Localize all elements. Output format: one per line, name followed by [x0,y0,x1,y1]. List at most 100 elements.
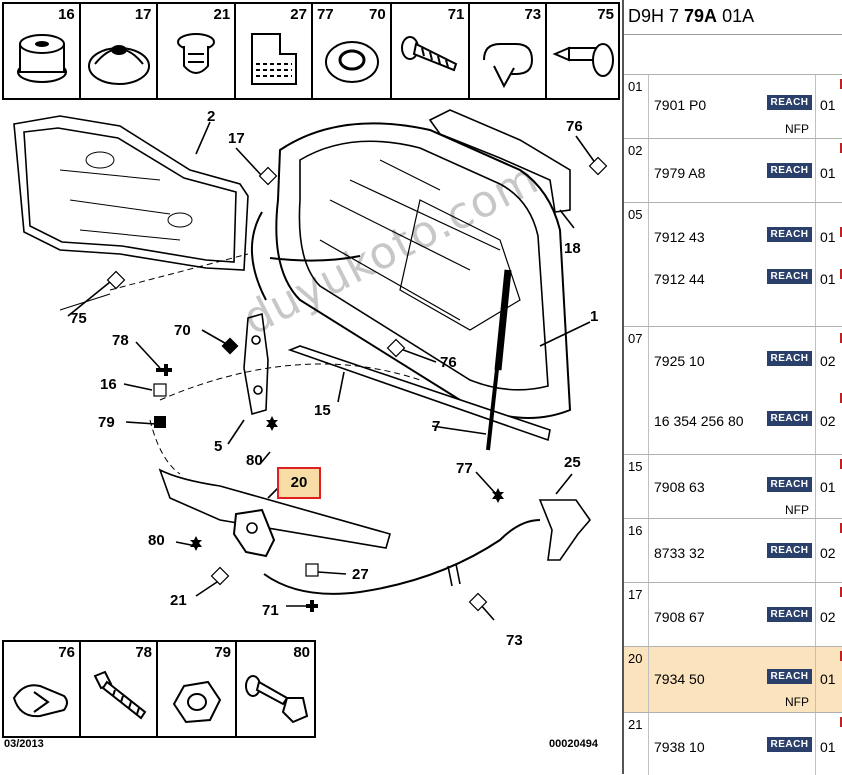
thumbnail-label: 78 [135,644,153,661]
reach-badge: REACH [767,737,812,752]
header-code: D9H 7 [628,6,685,26]
thumbnail-part-73[interactable]: 73 [470,4,548,98]
grommet-icon [17,34,67,83]
washer-icon [324,41,379,83]
rivet-clip-icon [12,684,68,718]
quantity: 01 [820,97,836,113]
callout-78[interactable]: 78 [112,332,129,349]
part-number[interactable]: 7912 44 [654,271,705,287]
part-number[interactable]: 16 354 256 80 [654,413,744,429]
callout-18[interactable]: 18 [564,240,581,257]
part-number[interactable]: 7908 63 [654,479,705,495]
callout-7[interactable]: 7 [432,418,441,435]
row-ref: 15 [628,459,643,474]
callout-16[interactable]: 16 [100,376,117,393]
callout-17[interactable]: 17 [228,130,245,147]
thumbnail-label: 70 [369,6,386,23]
thumbnail-label: 79 [214,644,232,661]
thumbnail-part-75[interactable]: 75 [547,4,618,98]
part-number[interactable]: 8733 32 [654,545,705,561]
parts-row-21[interactable]: 21 7938 10 REACH 01 [624,712,842,775]
thumbnail-label: 71 [447,6,465,23]
quantity: 01 [820,271,836,287]
parts-row-16[interactable]: 16 8733 32 REACH 02 [624,518,842,583]
cable-clip-icon [483,43,534,89]
quantity: 02 [820,609,836,625]
row-ref: 01 [628,79,643,94]
thumbnail-part-78[interactable]: 78 [81,642,159,736]
reach-badge: REACH [767,669,812,684]
thumbnail-part-17[interactable]: 17 [81,4,158,98]
reach-badge: REACH [767,163,812,178]
parts-list-panel: D9H 7 79A 01A 01 7901 P0 REACH 01 NFP 02… [622,0,842,775]
thumbnail-part-80[interactable]: 80 [237,642,314,736]
callout-80b[interactable]: 80 [148,532,165,549]
part-number[interactable]: 7979 A8 [654,165,706,181]
callout-27[interactable]: 27 [352,566,369,583]
callout-76b[interactable]: 76 [440,354,457,371]
reach-badge: REACH [767,351,812,366]
nfp-label: NFP [785,503,809,517]
parts-row-15[interactable]: 15 7908 63 REACH 01 NFP [624,454,842,519]
part-number[interactable]: 7912 43 [654,229,705,245]
callout-20-selected[interactable]: 20 [277,467,321,499]
thumbnail-part-16[interactable]: 16 [4,4,81,98]
thumbnail-label: 80 [293,644,310,661]
parts-row-20-selected[interactable]: 20 7934 50 REACH 01 NFP [624,646,842,713]
callout-75[interactable]: 75 [70,310,87,327]
header-code-bold: 79A [684,6,718,26]
callout-2[interactable]: 2 [207,108,216,125]
row-ref: 16 [628,523,643,538]
reach-badge: REACH [767,477,812,492]
part-number[interactable]: 7938 10 [654,739,705,755]
footer-date: 03/2013 [4,738,44,750]
thumbnail-part-27[interactable]: 27 [236,4,313,98]
callout-5[interactable]: 5 [214,438,223,455]
callout-79[interactable]: 79 [98,414,115,431]
thumbnail-part-21[interactable]: 21 [158,4,237,98]
callout-25[interactable]: 25 [564,454,581,471]
callout-73[interactable]: 73 [506,632,523,649]
bracket-clip-icon [251,33,298,85]
quantity: 02 [820,413,836,429]
thumbnail-part-76[interactable]: 76 [4,642,82,736]
thumbnail-part-71[interactable]: 71 [392,4,471,98]
thumbnail-part-77-70[interactable]: 77 70 [313,4,392,98]
parts-row-17[interactable]: 17 7908 67 REACH 02 [624,582,842,647]
callout-15[interactable]: 15 [314,402,331,419]
callout-21[interactable]: 21 [170,592,187,609]
callout-1[interactable]: 1 [590,308,599,325]
reach-badge: REACH [767,543,812,558]
callout-77[interactable]: 77 [456,460,473,477]
quantity: 01 [820,229,836,245]
callout-71[interactable]: 71 [262,602,279,619]
quantity: 01 [820,739,836,755]
row-ref: 17 [628,587,643,602]
callout-80a[interactable]: 80 [246,452,263,469]
plug-icon [87,45,150,85]
parts-list-header: D9H 7 79A 01A [624,0,842,35]
parts-row-07[interactable]: 07 7925 10 REACH 02 16 354 256 80 REACH … [624,326,842,455]
thumbnail-label: 77 [316,6,334,23]
thumbnail-label: 16 [58,6,75,23]
part-number[interactable]: 7934 50 [654,671,705,687]
part-number[interactable]: 7901 P0 [654,97,707,113]
bolt-with-washer-icon [245,675,309,724]
thumbnail-label: 76 [58,644,76,661]
parts-row-01[interactable]: 01 7901 P0 REACH 01 NFP [624,74,842,139]
quantity: 01 [820,479,836,495]
quantity: 02 [820,545,836,561]
callout-76[interactable]: 76 [566,118,583,135]
row-ref: 05 [628,207,643,222]
part-number[interactable]: 7908 67 [654,609,705,625]
bottom-thumbnail-strip: 76 78 79 80 [2,640,316,738]
nfp-label: NFP [785,695,809,709]
parts-row-05[interactable]: 05 7912 43 REACH 01 7912 44 REACH 01 [624,202,842,327]
callout-70[interactable]: 70 [174,322,191,339]
row-ref: 07 [628,331,643,346]
quantity: 01 [820,165,836,181]
row-ref: 02 [628,143,643,158]
parts-row-02[interactable]: 02 7979 A8 REACH 01 [624,138,842,203]
thumbnail-part-79[interactable]: 79 [158,642,238,736]
part-number[interactable]: 7925 10 [654,353,705,369]
